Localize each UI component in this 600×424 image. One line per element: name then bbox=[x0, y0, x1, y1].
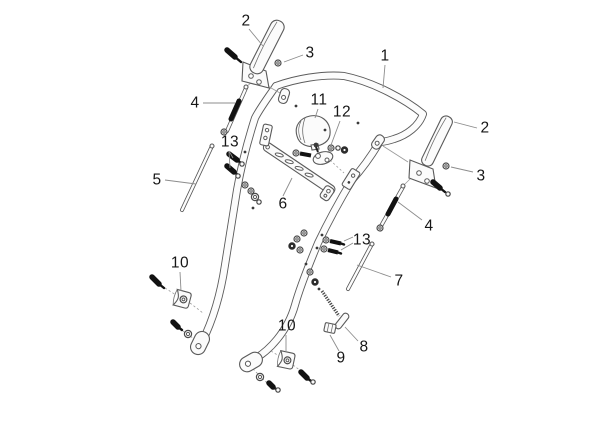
knob bbox=[295, 115, 331, 151]
leader-line-4-right bbox=[397, 201, 423, 221]
leader-line-13-left bbox=[228, 150, 234, 159]
part-label-5: 5 bbox=[152, 171, 162, 189]
leader-line-8 bbox=[344, 326, 359, 342]
part-label-6: 6 bbox=[278, 195, 288, 213]
right-handle-tab bbox=[371, 134, 385, 150]
knob-bolt bbox=[313, 142, 322, 158]
leader-line-5 bbox=[164, 179, 197, 185]
leader-line-1 bbox=[382, 64, 386, 89]
leader-line-13-right bbox=[343, 236, 354, 242]
rod-4-right bbox=[376, 183, 406, 232]
leader-line-6 bbox=[282, 177, 293, 197]
leader-line-11 bbox=[314, 108, 319, 119]
right-grip bbox=[421, 115, 453, 167]
screws-13-right bbox=[320, 236, 346, 255]
part-label-8: 8 bbox=[359, 338, 369, 356]
cam-plate bbox=[312, 151, 334, 165]
part-label-9: 9 bbox=[336, 349, 346, 367]
part-label-4-right: 4 bbox=[424, 217, 434, 235]
leader-line-13-right bbox=[340, 242, 354, 251]
leader-line-7 bbox=[356, 264, 392, 278]
cam-bolt bbox=[292, 149, 312, 158]
leader-lines bbox=[164, 28, 478, 352]
part-label-13-left: 13 bbox=[220, 133, 240, 151]
part-label-3-right: 3 bbox=[476, 167, 486, 185]
part-label-1: 1 bbox=[380, 47, 390, 65]
part-label-10-bottom: 10 bbox=[277, 317, 297, 335]
bottom-hardware bbox=[183, 191, 451, 393]
right-hinge-plate bbox=[341, 168, 361, 190]
black-bolts bbox=[149, 47, 447, 391]
leader-line-2-left bbox=[248, 28, 264, 47]
part-label-2-left: 2 bbox=[241, 12, 251, 30]
part-label-10-left: 10 bbox=[170, 254, 190, 272]
part-label-4-left: 4 bbox=[190, 94, 200, 112]
left-grip bbox=[249, 19, 285, 75]
leader-line-2-right bbox=[453, 121, 478, 129]
part-label-2-right: 2 bbox=[480, 119, 490, 137]
rod-8 bbox=[320, 290, 350, 330]
part-label-11: 11 bbox=[310, 91, 328, 109]
nut bbox=[340, 146, 349, 154]
clip-9 bbox=[323, 322, 337, 334]
adjuster-bracket bbox=[262, 142, 336, 202]
cable-clamp-bottom bbox=[275, 349, 297, 371]
screw-3-right bbox=[442, 162, 450, 170]
rod-5 bbox=[180, 143, 215, 212]
left-hinge-plate bbox=[259, 123, 273, 147]
part-label-7: 7 bbox=[394, 272, 404, 290]
leader-line-12 bbox=[327, 120, 341, 154]
leader-line-13-left bbox=[228, 150, 231, 169]
leader-line-3-right bbox=[450, 166, 474, 173]
left-handle-tab bbox=[277, 87, 291, 105]
part-label-12: 12 bbox=[332, 103, 352, 121]
cable-clamp-left bbox=[171, 288, 193, 310]
leader-line-10-left bbox=[179, 271, 182, 292]
leader-line-3-left bbox=[283, 54, 304, 63]
washer bbox=[335, 145, 341, 151]
leader-line-9 bbox=[329, 334, 340, 352]
rod-4-left bbox=[220, 84, 249, 136]
screw-3-left bbox=[274, 59, 282, 67]
rod-7 bbox=[346, 241, 375, 291]
part-label-13-right: 13 bbox=[352, 231, 372, 249]
part-label-3-left: 3 bbox=[305, 44, 315, 62]
